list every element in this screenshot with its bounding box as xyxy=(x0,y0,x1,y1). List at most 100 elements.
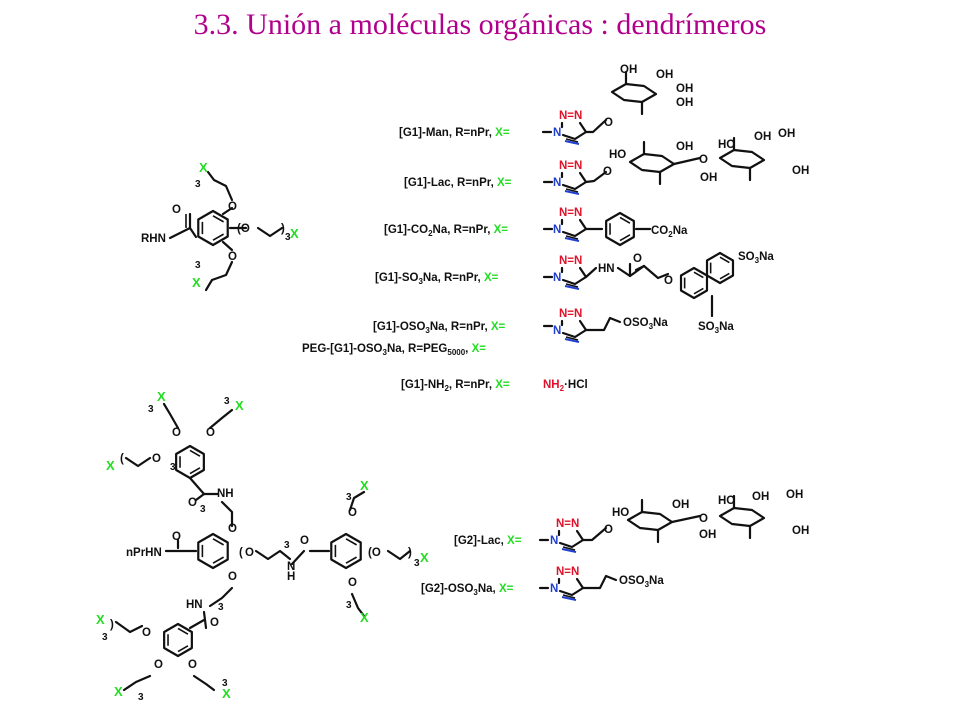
triazole-n-label: N xyxy=(553,177,561,189)
oh-label: OH xyxy=(700,172,717,184)
hn-label: HN xyxy=(186,599,203,611)
row-label-1: [G1]-Lac, R=nPr, X= xyxy=(404,177,512,189)
ether-o-label: O xyxy=(210,617,219,629)
paren: ) xyxy=(281,223,285,235)
nh-label: NH xyxy=(217,488,234,500)
hn-label: HN xyxy=(598,263,615,275)
ether-o-label: (O xyxy=(237,223,250,235)
ho-label: HO xyxy=(609,149,626,161)
x-group-label: X xyxy=(192,275,201,290)
oso3na-group-label: OSO3​Na xyxy=(619,575,664,589)
x-group-label: X xyxy=(420,550,429,565)
atom-label: ( xyxy=(239,547,243,559)
ether-o-label: O xyxy=(228,523,237,535)
triazole-n-label: N xyxy=(553,325,561,337)
nh2-hcl-label: NH2​·HCl xyxy=(543,379,588,393)
carbonyl-o-label: O xyxy=(633,253,642,265)
oh-label: OH xyxy=(792,525,809,537)
triazole-n-label: N xyxy=(553,224,561,236)
azo-n-label: N=N xyxy=(559,255,582,267)
rhn-amide-label: RHN xyxy=(141,233,166,245)
x-group-label: X xyxy=(290,226,299,241)
row-label-4: [G1]-OSO3​Na, R=nPr, X= xyxy=(373,321,506,335)
triazole-n-label: N xyxy=(550,535,558,547)
row-g1-oso3na: N=N N OSO3​Na xyxy=(542,308,668,343)
ether-o-label: O xyxy=(172,531,181,543)
oh-label: OH xyxy=(752,491,769,503)
repeat-count: 3 xyxy=(200,504,206,515)
x-group-label: X xyxy=(360,478,369,493)
row-g1-nh2: NH2​·HCl xyxy=(543,379,588,393)
ether-o-label: O xyxy=(228,201,237,213)
triazole-n-label: N xyxy=(553,127,561,139)
triazole-ring: N=N N xyxy=(553,110,588,145)
x-group-label: X xyxy=(199,160,208,175)
ether-o-label: O xyxy=(604,524,613,536)
row-label-2: [G1]-CO2​Na, R=nPr, X= xyxy=(384,224,508,238)
atom-label: ) xyxy=(110,619,114,631)
repeat-count: 3 xyxy=(195,260,201,271)
oh-label: OH xyxy=(676,97,693,109)
row-label-8: [G2]-OSO3​Na, X= xyxy=(421,583,514,597)
oh-label: OH xyxy=(672,499,689,511)
ether-o-label: O xyxy=(245,547,254,559)
x-group-label: X xyxy=(106,458,115,473)
oh-label: OH xyxy=(699,529,716,541)
repeat-count: 3 xyxy=(285,232,291,243)
so3na-group-label: SO3​Na xyxy=(698,321,734,335)
azo-n-label: N=N xyxy=(556,518,579,530)
azo-n-label: N=N xyxy=(559,110,582,122)
x-group-label: X xyxy=(360,610,369,625)
glycosidic-o-label: O xyxy=(699,154,708,166)
ether-o-label: O xyxy=(206,427,215,439)
ho-label: HO xyxy=(718,495,735,507)
ether-o-label: O xyxy=(348,577,357,589)
oso3na-group-label: OSO3​Na xyxy=(623,317,668,331)
triazole-n-label: N xyxy=(553,272,561,284)
ho-label: HO xyxy=(718,139,735,151)
row-g2-oso3na: N=N N OSO3​Na xyxy=(538,566,664,601)
oh-label: OH xyxy=(778,128,795,140)
oh-label: OH xyxy=(676,141,693,153)
azo-n-label: N=N xyxy=(559,308,582,320)
x-group-label: X xyxy=(157,389,166,404)
x-group-label: X xyxy=(114,684,123,699)
ether-o-label: O xyxy=(664,275,673,287)
triazole-n-label: N xyxy=(550,583,558,595)
repeat-count: 3 xyxy=(414,558,420,569)
ether-o-label: O xyxy=(142,627,151,639)
oh-label: OH xyxy=(676,83,693,95)
azo-n-label: N=N xyxy=(559,207,582,219)
triazole-ring: N=N N xyxy=(550,566,585,601)
co2na-group-label: CO2​Na xyxy=(651,225,688,239)
n-label: N xyxy=(287,561,295,573)
ether-o-label: O xyxy=(172,427,181,439)
atom-label: ( xyxy=(120,453,124,465)
repeat-count: 3 xyxy=(346,492,352,503)
ether-o-label: O xyxy=(300,535,309,547)
atom-label: ) xyxy=(408,547,412,559)
azo-n-label: N=N xyxy=(559,160,582,172)
oh-label: OH xyxy=(656,69,673,81)
row-label-3: [G1]-SO3​Na, R=nPr, X= xyxy=(375,272,499,286)
repeat-count: 3 xyxy=(222,678,228,689)
triazole-ring: N=N N xyxy=(553,255,588,290)
oh-label: OH xyxy=(786,489,803,501)
repeat-count: 3 xyxy=(102,632,108,643)
triazole-ring: N=N N xyxy=(553,308,588,343)
oh-label: OH xyxy=(792,165,809,177)
atom-label: (O xyxy=(368,547,381,559)
slide-title: 3.3. Unión a moléculas orgánicas : dendr… xyxy=(193,8,767,41)
row-label-7: [G2]-Lac, X= xyxy=(454,535,522,547)
triazole-ring: N=N N xyxy=(553,207,588,242)
repeat-count: 3 xyxy=(346,600,352,611)
triazole-ring: N=N N xyxy=(553,160,588,195)
azo-n-label: N=N xyxy=(556,566,579,578)
triazole-ring: N=N N xyxy=(550,518,585,553)
ether-o-label: O xyxy=(348,507,357,519)
x-group-label: X xyxy=(96,612,105,627)
